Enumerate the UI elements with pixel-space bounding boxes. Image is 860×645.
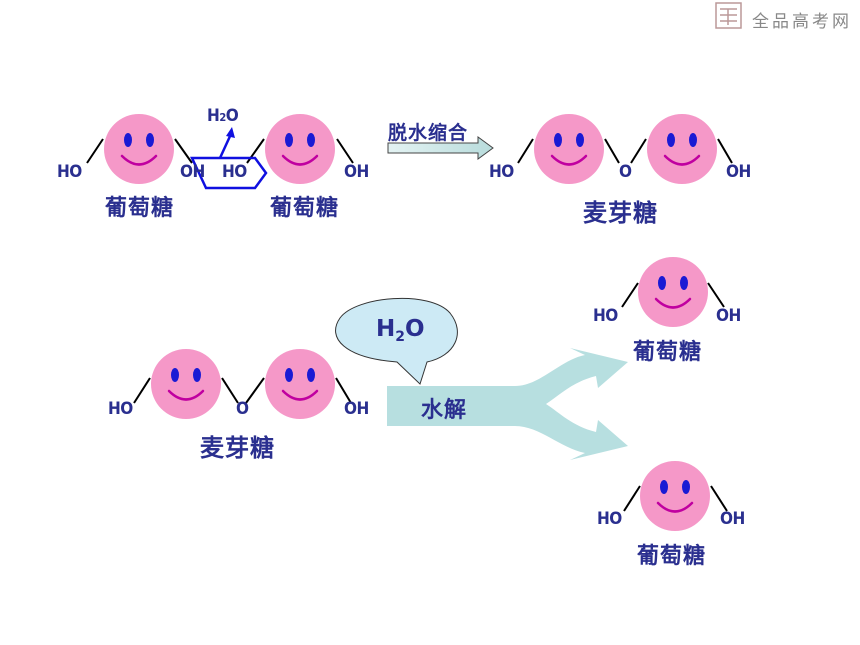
glucose-2-ho-label: HO (222, 162, 247, 182)
water-formula: H2O (207, 106, 239, 126)
maltose-top-oh-label: OH (726, 162, 751, 182)
glucose-1-oh-label: OH (180, 162, 205, 182)
maltose-top-ho-label: HO (489, 162, 514, 182)
maltose-bottom-bridge-o: O (236, 399, 249, 419)
dehydration-arrow (387, 136, 494, 160)
glucose-face-icon (645, 112, 719, 186)
product-2-ho-label: HO (597, 509, 622, 529)
glucose-face-icon (638, 459, 712, 533)
glucose-2-oh-label: OH (344, 162, 369, 182)
maltose-bottom-name: 麦芽糖 (200, 434, 275, 462)
maltose-top-bridge-o: O (619, 162, 632, 182)
product-2-name: 葡萄糖 (637, 544, 707, 569)
glucose-face-icon (149, 347, 223, 421)
maltose-top-name: 麦芽糖 (583, 199, 658, 227)
glucose-face-icon (263, 347, 337, 421)
watermark-logo-icon (715, 2, 742, 29)
hydrolysis-label: 水解 (421, 398, 468, 423)
product-1-ho-label: HO (593, 306, 618, 326)
maltose-bottom (133, 347, 352, 421)
glucose-1-name: 葡萄糖 (105, 196, 175, 221)
maltose-top (517, 112, 733, 186)
water-out-arrow-icon (226, 127, 235, 138)
glucose-face-icon (102, 112, 176, 186)
water-removal-hexagon (190, 156, 268, 190)
water-bubble (335, 297, 458, 385)
maltose-bottom-oh-label: OH (344, 399, 369, 419)
dehydration-label: 脱水缩合 (388, 122, 469, 144)
glucose-product-2 (623, 459, 728, 533)
glucose-2-name: 葡萄糖 (270, 196, 340, 221)
glucose-face-icon (532, 112, 606, 186)
maltose-bottom-ho-label: HO (108, 399, 133, 419)
watermark-text: 全品高考网 (752, 12, 852, 32)
product-2-oh-label: OH (720, 509, 745, 529)
product-1-name: 葡萄糖 (633, 340, 703, 365)
bubble-water-formula: H2O (376, 316, 425, 345)
product-1-oh-label: OH (716, 306, 741, 326)
glucose-face-icon (263, 112, 337, 186)
glucose-face-icon (636, 255, 710, 329)
glucose-1-ho-label: HO (57, 162, 82, 182)
glucose-1 (86, 112, 193, 186)
hydrolysis-split-arrow (387, 348, 628, 460)
glucose-product-1 (621, 255, 725, 329)
glucose-2 (246, 112, 354, 186)
